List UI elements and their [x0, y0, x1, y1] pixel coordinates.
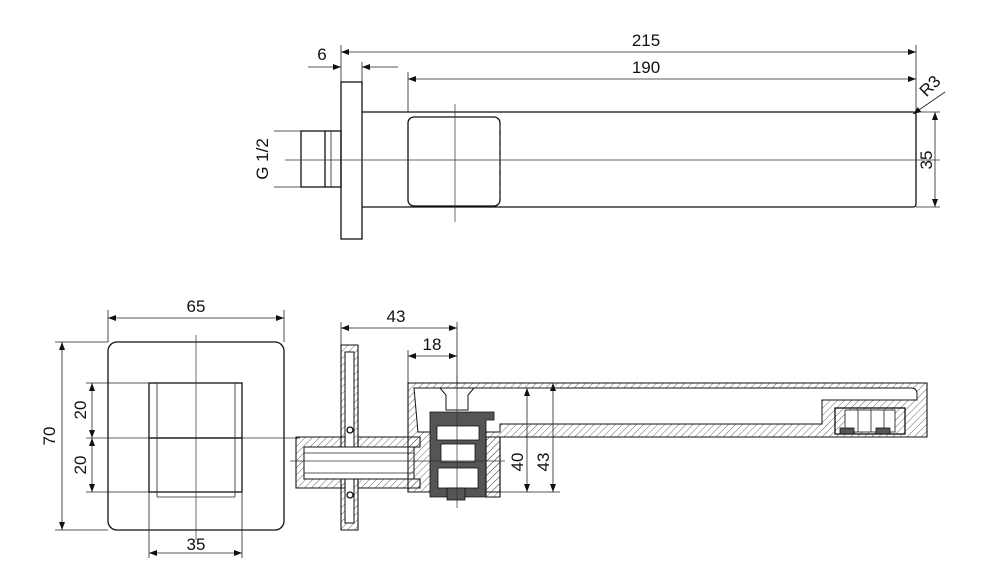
radius-leader [912, 91, 946, 115]
spout-body [362, 111, 917, 208]
dim-flange: 6 [317, 45, 326, 64]
dim-height: 35 [917, 151, 936, 170]
dim-width: 65 [187, 297, 206, 316]
dim-spout-length: 190 [632, 58, 660, 77]
dim-radius: R3 [916, 72, 945, 101]
top-view: 215 190 6 G 1/2 35 R3 [253, 31, 946, 240]
flange-plate [340, 81, 363, 240]
dim-plate-height: 70 [40, 427, 59, 446]
dim-depth: 43 [387, 307, 406, 326]
thread-nipple [300, 130, 342, 188]
front-view: 65 70 20 20 35 [40, 297, 300, 558]
aerator [834, 407, 906, 435]
section-view: 43 18 [290, 307, 928, 531]
dim-inner-width: 35 [187, 535, 206, 554]
thread-label: G 1/2 [253, 138, 272, 180]
dim-offset: 18 [423, 335, 442, 354]
dim-outer-height: 43 [534, 453, 553, 472]
handle-upper [148, 382, 243, 439]
spout-cavity [413, 387, 918, 433]
handle-lower [148, 437, 243, 493]
spout-cap [407, 116, 501, 207]
dim-upper-cell: 20 [71, 401, 90, 420]
dim-lower-cell: 20 [71, 456, 90, 475]
dim-total-length: 215 [632, 31, 660, 50]
dim-inner-height: 40 [508, 453, 527, 472]
